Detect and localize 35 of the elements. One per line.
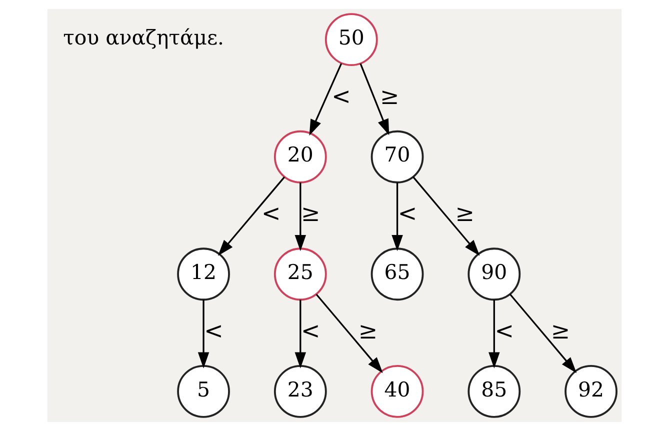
node-circle: 65	[370, 247, 424, 300]
edge-label: <	[397, 200, 417, 227]
edge-label: <	[300, 318, 320, 344]
label: του αναζητάμε.	[62, 24, 224, 49]
arrow	[412, 176, 480, 256]
node-circle: 70	[370, 130, 424, 183]
arrow	[197, 299, 209, 368]
node-circle: 92	[564, 364, 617, 418]
node-circle: 12	[176, 247, 230, 300]
node-circle: 50	[324, 12, 378, 66]
edge-label: <	[494, 318, 514, 344]
arrow	[217, 176, 285, 256]
arrow	[308, 62, 342, 136]
node-circle: 85	[467, 364, 520, 418]
node-circle: 40	[370, 364, 424, 418]
node-circle: 23	[273, 364, 326, 418]
arrow	[391, 182, 402, 251]
arrow	[359, 62, 389, 135]
arrow	[509, 293, 576, 373]
node-circle: 5	[176, 364, 230, 418]
arrow	[488, 299, 500, 368]
node-circle: 90	[467, 247, 520, 300]
edge-label: ≥	[358, 318, 378, 344]
node-circle: 20	[273, 130, 326, 183]
edge-label: <	[204, 318, 223, 344]
node-circle: 25	[273, 247, 326, 300]
edge-label: <	[331, 83, 350, 110]
arrow	[315, 293, 382, 373]
arrow	[294, 182, 306, 251]
edge-label: ≥	[300, 200, 320, 227]
edge-label: ≥	[454, 200, 474, 227]
arrow	[294, 299, 306, 368]
edge-label: <	[260, 200, 280, 227]
edge-label: ≥	[380, 83, 399, 110]
edge-label: ≥	[550, 318, 570, 344]
